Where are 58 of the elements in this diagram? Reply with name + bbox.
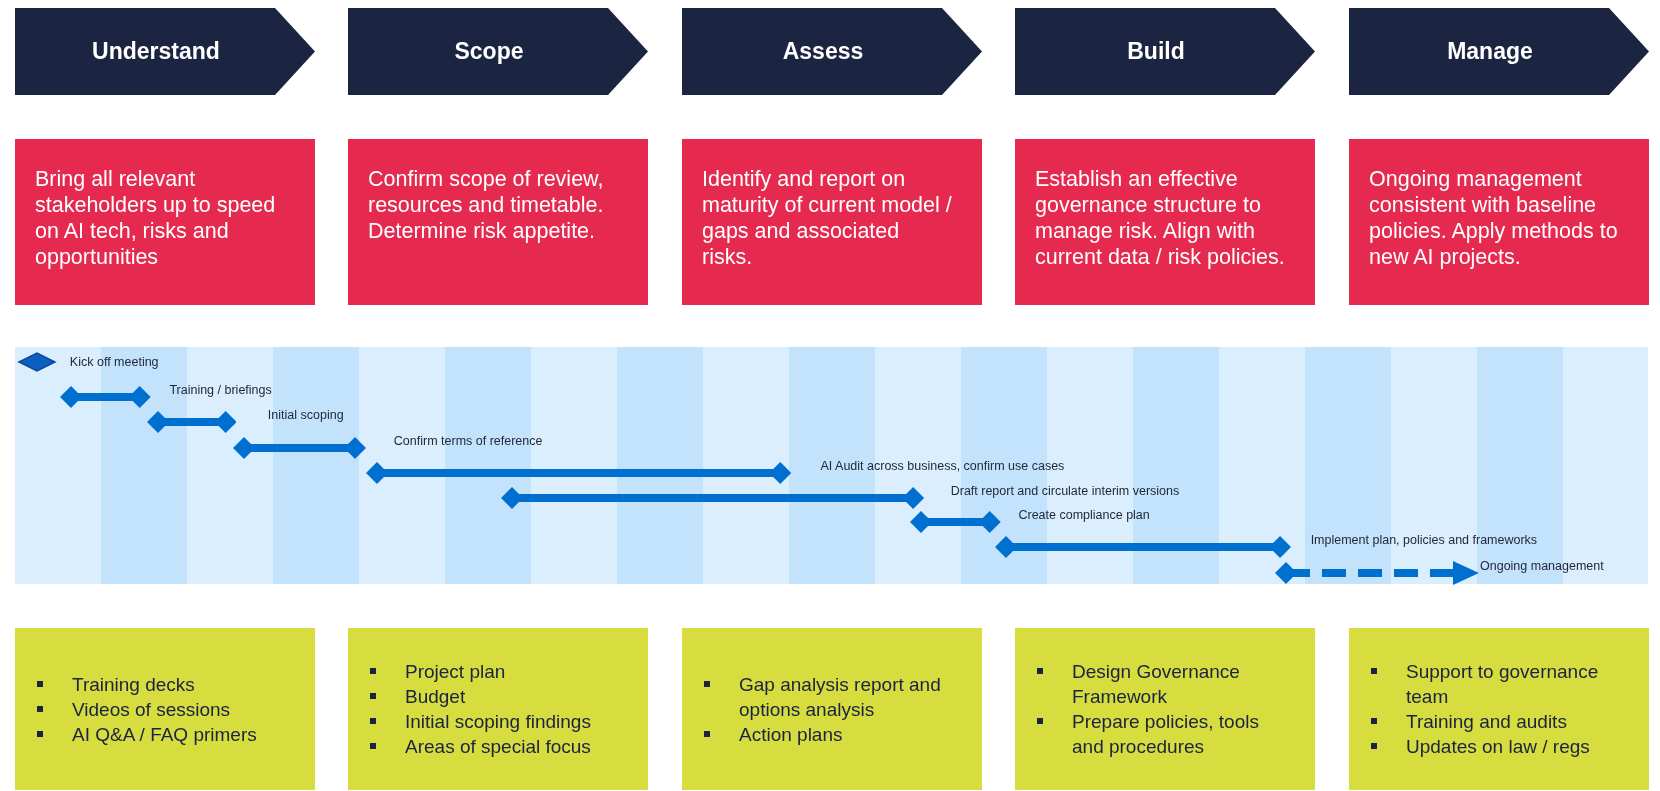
bullet-item: Project plan bbox=[368, 659, 614, 684]
milestone-diamond bbox=[17, 350, 58, 375]
phase-title: Manage bbox=[1447, 38, 1533, 65]
phase-header-banner bbox=[1349, 8, 1649, 95]
deliverables-box bbox=[15, 628, 315, 790]
gantt-bar bbox=[910, 509, 1001, 534]
bullet-item: Training decks bbox=[35, 671, 281, 697]
gantt-bar bbox=[232, 435, 366, 460]
gantt-bar bbox=[146, 410, 237, 435]
objective-box bbox=[1015, 139, 1315, 305]
task-label: Confirm terms of reference bbox=[393, 433, 543, 448]
bullet-item: Support to governance team bbox=[1369, 659, 1615, 709]
objective-text: Identify and report on maturity of current model / gaps and associated risks. bbox=[702, 166, 952, 270]
bullet-item: Budget bbox=[368, 684, 614, 709]
bullet-item: Action plans bbox=[702, 721, 948, 747]
task-label: Kick off meeting bbox=[69, 355, 159, 370]
objective-box bbox=[348, 139, 648, 305]
bullet-item: Gap analysis report and options analysis bbox=[702, 671, 948, 722]
objective-text: Establish an effective governance structure to manage risk. Align with current data / risk policies. bbox=[1035, 166, 1285, 270]
bullet-item: Prepare policies, tools and procedures bbox=[1035, 709, 1281, 759]
objective-text: Confirm scope of review, resources and timetable. Determine risk appetite. bbox=[368, 166, 605, 244]
objective-box bbox=[682, 139, 982, 305]
deliverables-box bbox=[348, 628, 648, 790]
gantt-bar bbox=[501, 485, 925, 510]
task-label: Initial scoping bbox=[267, 408, 344, 423]
gantt-bar bbox=[60, 385, 151, 409]
phase-title: Assess bbox=[782, 38, 864, 65]
gantt-bar bbox=[365, 461, 792, 486]
task-label: Training / briefings bbox=[169, 383, 272, 397]
deliverables-box bbox=[682, 628, 982, 790]
phase-header-banner bbox=[15, 8, 315, 95]
phase-title: Understand bbox=[92, 38, 220, 65]
bullet-item: Training and audits bbox=[1369, 709, 1615, 734]
task-label: Implement plan, policies and frameworks bbox=[1310, 533, 1538, 548]
bullet-item: Areas of special focus bbox=[368, 734, 614, 759]
task-label: Create compliance plan bbox=[1018, 507, 1150, 522]
bullet-item: AI Q&A / FAQ primers bbox=[35, 721, 281, 747]
objective-text: Bring all relevant stakeholders up to speed on AI tech, risks and opportunities bbox=[35, 166, 277, 270]
bullet-item: Design Governance Framework bbox=[1035, 659, 1281, 709]
task-label: Draft report and circulate interim versions bbox=[950, 483, 1180, 498]
phase-title: Build bbox=[1127, 38, 1185, 65]
phase-header-banner bbox=[1015, 8, 1315, 95]
timeline-band bbox=[15, 347, 1648, 584]
gantt-bar bbox=[994, 535, 1291, 560]
task-label: Ongoing management bbox=[1480, 558, 1604, 573]
objective-box bbox=[1349, 139, 1649, 305]
bullet-item: Videos of sessions bbox=[35, 696, 281, 722]
phase-title: Scope bbox=[454, 38, 524, 65]
objective-box bbox=[15, 139, 315, 305]
task-label: AI Audit across business, confirm use cases bbox=[820, 459, 1065, 474]
phase-header-banner bbox=[682, 8, 982, 95]
objective-text: Ongoing management consistent with baseline policies. Apply methods to new AI projects. bbox=[1369, 166, 1619, 270]
bullet-item: Initial scoping findings bbox=[368, 709, 614, 734]
phase-header-banner bbox=[348, 8, 648, 95]
deliverables-box bbox=[1349, 628, 1649, 790]
dashed-arrow bbox=[1275, 560, 1480, 585]
deliverables-box bbox=[1015, 628, 1315, 790]
bullet-item: Updates on law / regs bbox=[1369, 734, 1615, 759]
